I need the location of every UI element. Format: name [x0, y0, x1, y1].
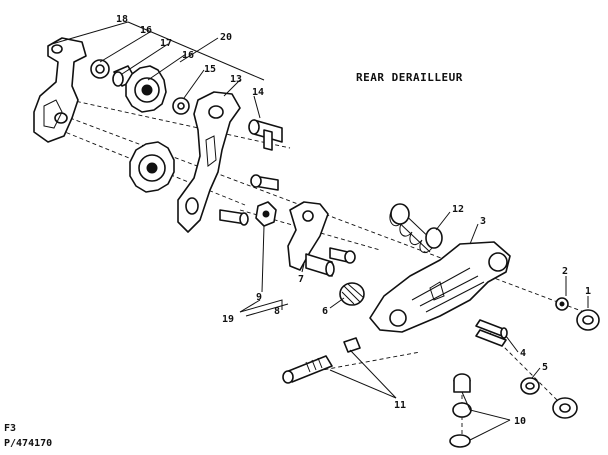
cable-adjuster — [282, 337, 361, 384]
retaining-bolt — [329, 247, 356, 264]
callout-1: 1 — [585, 286, 591, 297]
callout-18: 18 — [116, 14, 128, 25]
lower-washer — [520, 377, 540, 395]
callout-2: 2 — [562, 266, 568, 277]
callout-3: 3 — [480, 216, 486, 227]
callout-19: 19 — [222, 314, 234, 325]
cap-nut — [576, 309, 600, 331]
callout-group — [51, 21, 589, 441]
callout-5: 5 — [542, 362, 548, 373]
callout-13: 13 — [230, 74, 242, 85]
callout-8: 8 — [274, 306, 280, 317]
callout-11: 11 — [394, 400, 406, 411]
callout-4: 4 — [520, 348, 526, 359]
callout-17: 17 — [160, 38, 172, 49]
callout-16-second: 16 — [182, 50, 194, 61]
upper-jockey-pulley — [125, 65, 167, 113]
washer — [172, 97, 190, 115]
main-coil-spring — [389, 203, 443, 253]
small-coil-spring — [339, 282, 365, 306]
inner-cage-plate — [177, 91, 241, 233]
callout-6: 6 — [322, 306, 328, 317]
figure-code: F3 — [4, 423, 16, 434]
cage-mounting-bolt — [219, 209, 249, 226]
bushing — [90, 59, 110, 79]
callout-20: 20 — [220, 32, 232, 43]
callout-16: 16 — [140, 25, 152, 36]
parallelogram-body — [369, 241, 511, 333]
hex-nut — [255, 201, 277, 227]
callout-10: 10 — [514, 416, 526, 427]
callout-12: 12 — [452, 204, 464, 215]
limit-screw-second — [475, 329, 507, 347]
lower-jockey-pulley — [129, 141, 175, 193]
pulley-bolt-lower — [250, 174, 279, 191]
callout-7: 7 — [298, 274, 304, 285]
outer-cage-plate — [33, 37, 87, 143]
pivot-arm — [287, 201, 335, 277]
part-number: P/474170 — [4, 438, 52, 449]
limit-screw — [475, 319, 508, 339]
small-washer — [555, 297, 569, 311]
callout-14: 14 — [252, 87, 264, 98]
callout-15: 15 — [204, 64, 216, 75]
diagram-title: REAR DERAILLEUR — [356, 71, 463, 84]
callout-9: 9 — [256, 292, 262, 303]
lower-cap-nut — [552, 397, 578, 419]
mounting-bolt-set — [449, 373, 472, 448]
pulley-bolt-upper — [248, 119, 283, 151]
